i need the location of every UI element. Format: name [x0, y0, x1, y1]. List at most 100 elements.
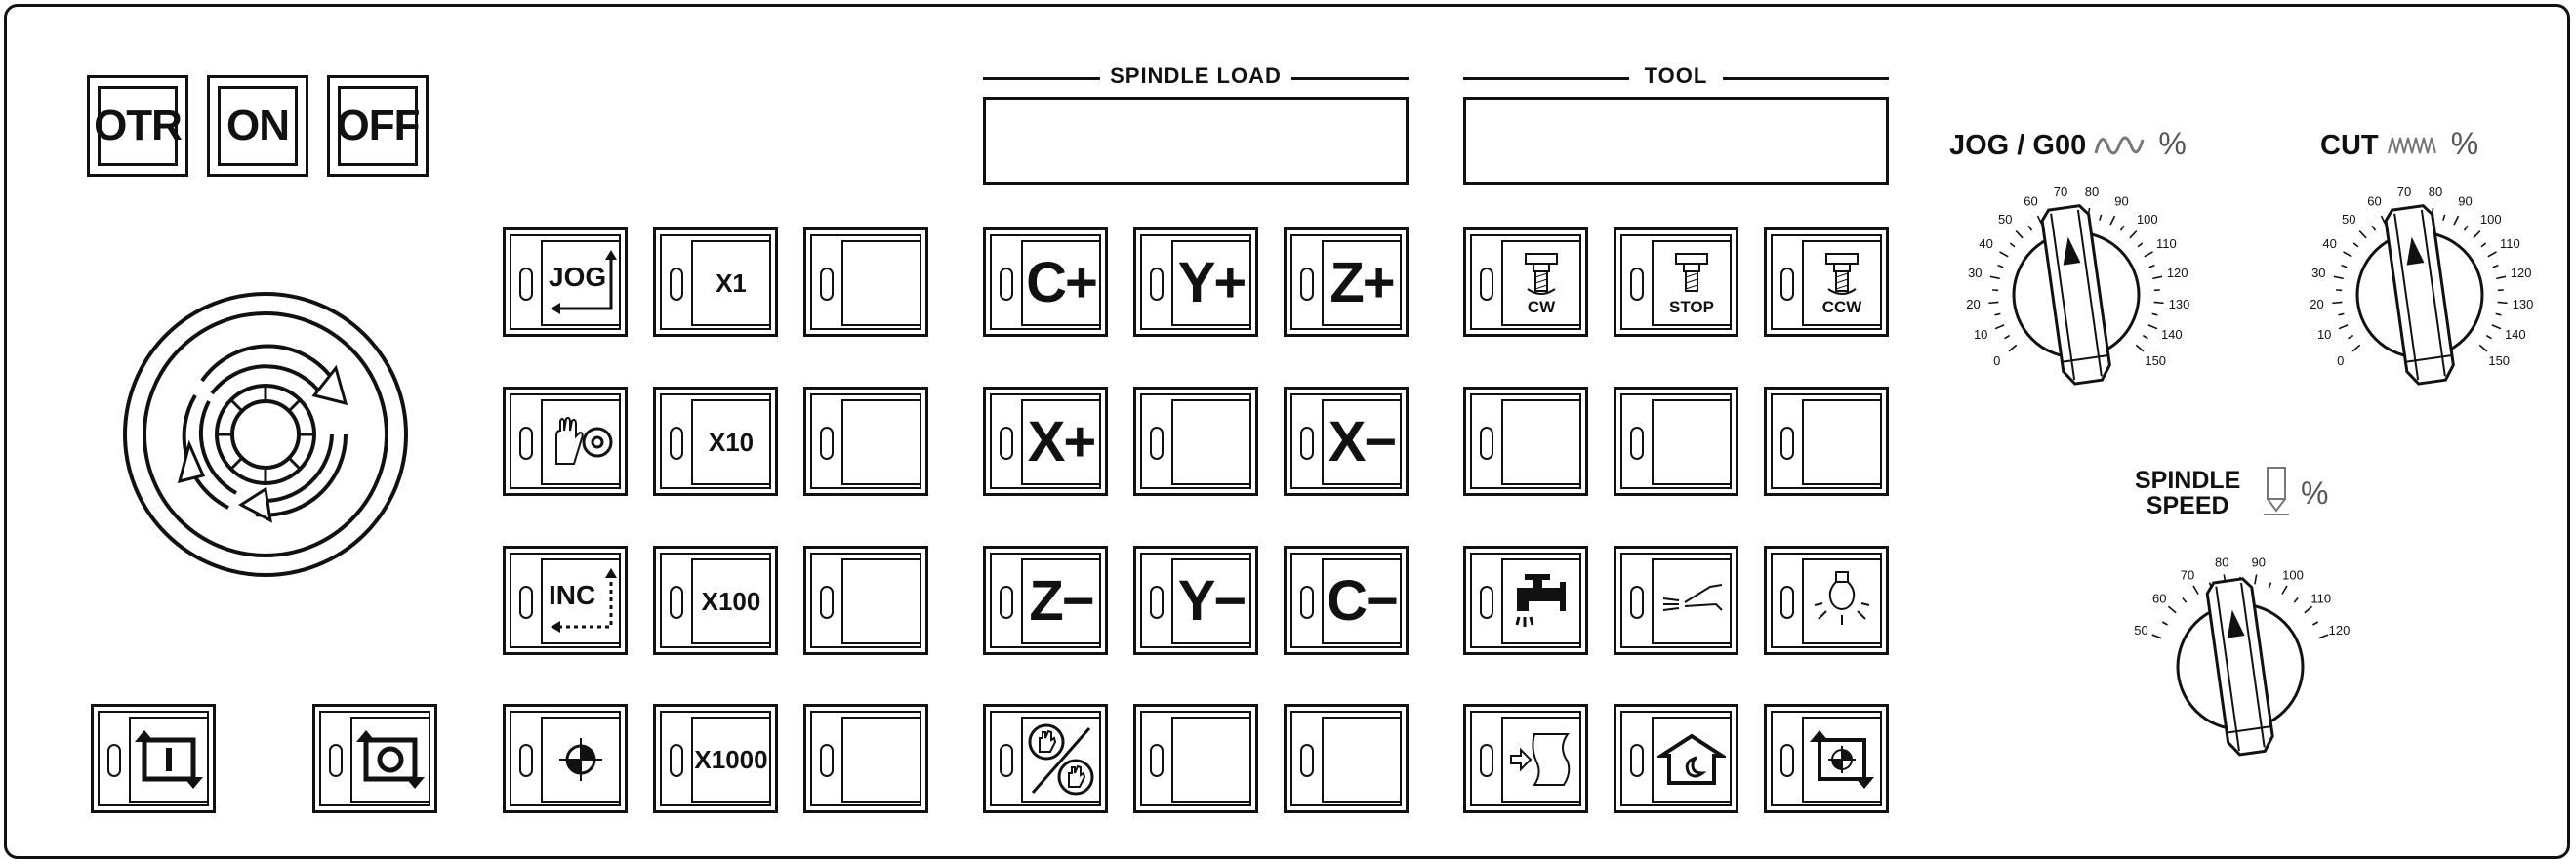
dial-tick: [2453, 215, 2460, 226]
off-button[interactable]: OFF: [327, 75, 429, 177]
dial-tick-label: 60: [2367, 194, 2381, 209]
dial-tick: [2015, 229, 2024, 239]
handwheel-led: [519, 427, 533, 460]
axis-c-minus-button[interactable]: C−: [1284, 546, 1409, 655]
axis-x-minus-button[interactable]: X−: [1284, 387, 1409, 496]
blank-key-face: [1322, 717, 1402, 803]
dial-tick: [2135, 344, 2145, 352]
dial-tick: [2371, 225, 2377, 231]
handwheel-mode-button[interactable]: [503, 387, 628, 496]
step-x100-button[interactable]: X100: [653, 546, 778, 655]
blank-key[interactable]: [1284, 704, 1409, 813]
cycle-start-button[interactable]: [91, 704, 216, 813]
manual-handle-toggle-button[interactable]: [983, 704, 1108, 813]
home-icon: [1652, 717, 1732, 803]
air-blow-button[interactable]: [1614, 546, 1738, 655]
dial-tick-label: 80: [2085, 185, 2099, 199]
blank-key-face: [1652, 399, 1732, 485]
axis-z-plus-button[interactable]: Z+: [1284, 227, 1409, 337]
dial-tick: [2119, 225, 2125, 231]
dial-tick: [2358, 229, 2367, 239]
dial-tick: [2343, 251, 2352, 258]
dial-tick-label: 120: [2329, 623, 2351, 638]
cycle-stop-led: [329, 744, 343, 777]
blank-key[interactable]: [1614, 387, 1738, 496]
dial-tick: [2142, 334, 2148, 340]
dial-tick: [2161, 621, 2168, 626]
blank-key-face: [841, 717, 921, 803]
spindle-ccw-button[interactable]: CCW: [1764, 227, 1889, 337]
spindle-dial-title: SPINDLE SPEED: [2135, 468, 2240, 518]
spindle-ccw-icon: [1825, 252, 1859, 295]
step-x10-button[interactable]: X10: [653, 387, 778, 496]
axis-c-plus-button[interactable]: C+: [983, 227, 1108, 337]
step-x10-label: X10: [708, 427, 755, 457]
axis-c-plus-label: C+: [1026, 251, 1098, 314]
cut-dial-title-text: CUT: [2320, 130, 2379, 161]
dial-tick: [2182, 597, 2188, 603]
blank-key[interactable]: [1764, 387, 1889, 496]
spindle-cw-button[interactable]: CW: [1463, 227, 1588, 337]
otr-button[interactable]: OTR: [87, 75, 188, 177]
dial-tick-label: 50: [2342, 212, 2355, 227]
blank-key[interactable]: [803, 387, 928, 496]
step-x1000-button[interactable]: X1000: [653, 704, 778, 813]
inc-label: INC: [549, 580, 596, 610]
spindle-load-display: [983, 97, 1409, 185]
cycle-stop-button[interactable]: [312, 704, 437, 813]
dial-tick: [2348, 334, 2354, 340]
dial-tick: [2153, 301, 2164, 305]
dial-tick: [2151, 634, 2162, 639]
blank-key[interactable]: [803, 546, 928, 655]
blank-key-led: [1630, 427, 1644, 460]
emergency-stop-icon[interactable]: [119, 288, 412, 581]
jog-dial-percent: %: [2158, 126, 2187, 161]
spindle-cw-icon: [1525, 252, 1558, 295]
blank-key[interactable]: [1133, 704, 1258, 813]
repeat-cycle-button[interactable]: [1764, 704, 1889, 813]
rapid-traverse-key[interactable]: [1133, 387, 1258, 496]
on-button[interactable]: ON: [207, 75, 308, 177]
spindle-cw-label: CW: [1527, 297, 1556, 316]
reference-return-button[interactable]: [503, 704, 628, 813]
coolant-button[interactable]: [1463, 546, 1588, 655]
step-x1-button[interactable]: X1: [653, 227, 778, 337]
dial-tick-label: 80: [2215, 556, 2228, 570]
axis-z-minus-button[interactable]: Z−: [983, 546, 1108, 655]
work-light-led: [1780, 586, 1794, 619]
home-button[interactable]: [1614, 704, 1738, 813]
dial-tick: [2254, 574, 2258, 585]
blank-key[interactable]: [803, 704, 928, 813]
dial-tick: [2480, 242, 2487, 248]
axis-y-plus-button[interactable]: Y+: [1133, 227, 1258, 337]
feed-hold-icon: [1501, 717, 1581, 803]
blank-key[interactable]: [1463, 387, 1588, 496]
blank-key-led: [1480, 427, 1493, 460]
feed-hold-button[interactable]: [1463, 704, 1588, 813]
spindle-ccw-label: CCW: [1821, 297, 1862, 316]
dial-tick: [2009, 242, 2016, 248]
dial-tick-label: 50: [1998, 212, 2012, 227]
tool-header: TOOL: [1463, 63, 1889, 93]
dial-tick: [1997, 264, 2004, 268]
cycle-start-icon: [129, 717, 209, 803]
step-x100-label: X100: [701, 586, 761, 616]
air-blow-icon: [1652, 558, 1732, 644]
axis-x-plus-button[interactable]: X+: [983, 387, 1108, 496]
dial-pointer: [2040, 204, 2111, 386]
inc-mode-button[interactable]: INC: [503, 546, 628, 655]
spindle-stop-button[interactable]: STOP: [1614, 227, 1738, 337]
dial-tick-label: 0: [2337, 353, 2344, 368]
dial-tick: [2442, 214, 2446, 221]
axis-led: [1150, 586, 1164, 619]
dial-tick: [2473, 229, 2481, 239]
blank-key[interactable]: [803, 227, 928, 337]
dial-tick-label: 60: [2024, 194, 2037, 209]
dial-tick: [2281, 585, 2288, 595]
work-light-button[interactable]: [1764, 546, 1889, 655]
axis-y-minus-button[interactable]: Y−: [1133, 546, 1258, 655]
jog-mode-button[interactable]: JOG: [503, 227, 628, 337]
